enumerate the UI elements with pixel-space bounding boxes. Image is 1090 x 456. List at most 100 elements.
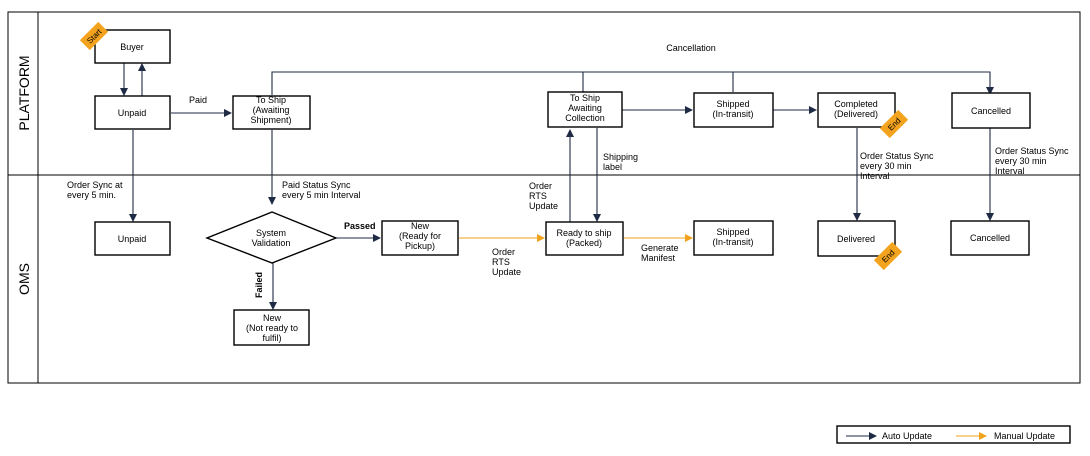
text-line: Paid Status Sync — [282, 180, 351, 190]
svg-text:Unpaid: Unpaid — [118, 108, 147, 118]
arrow-cancellation — [271, 71, 994, 95]
text-line: Manifest — [641, 253, 676, 263]
text-line: Generate — [641, 243, 679, 253]
svg-text:Delivered: Delivered — [837, 234, 875, 244]
svg-text:Completed(Delivered): Completed(Delivered) — [834, 99, 878, 119]
text-line: every 5 min Interval — [282, 190, 361, 200]
text-line: every 30 min — [995, 156, 1047, 166]
svg-text:Cancelled: Cancelled — [971, 106, 1011, 116]
text-line: RTS — [492, 257, 510, 267]
text-line: fulfil) — [262, 333, 281, 343]
text-line: (Ready for — [399, 231, 441, 241]
text-line: Delivered — [837, 234, 875, 244]
text-line: Order — [529, 181, 552, 191]
node-oms-unpaid: Unpaid — [94, 221, 171, 256]
svg-text:Buyer: Buyer — [120, 42, 144, 52]
text-line: Cancellation — [666, 43, 716, 53]
node-oms-shipped: Shipped(In-transit) — [693, 220, 774, 256]
text-line: Completed — [834, 99, 878, 109]
text-line: Awaiting — [568, 103, 602, 113]
text-line: System — [256, 228, 286, 238]
svg-text:Ready to ship(Packed): Ready to ship(Packed) — [556, 228, 611, 248]
text-line: Shipped — [716, 99, 749, 109]
text-line: label — [603, 162, 622, 172]
text-line: RTS — [529, 191, 547, 201]
text-line: Buyer — [120, 42, 144, 52]
text-line: New — [263, 313, 282, 323]
text-line: Shipping — [603, 152, 638, 162]
node-platform-completed: Completed(Delivered) — [817, 92, 896, 128]
label-cancellation: Cancellation — [666, 43, 716, 53]
text-line: Shipment) — [250, 115, 291, 125]
text-line: Interval — [995, 166, 1025, 176]
text-line: (Not ready to — [246, 323, 298, 333]
text-line: Unpaid — [118, 108, 147, 118]
svg-text:Cancelled: Cancelled — [970, 233, 1010, 243]
text-line: (In-transit) — [712, 237, 753, 247]
end-tag-completed: End — [879, 109, 909, 139]
svg-text:Unpaid: Unpaid — [118, 234, 147, 244]
node-platform-shipped: Shipped(In-transit) — [693, 92, 774, 128]
node-oms-cancelled: Cancelled — [950, 220, 1030, 256]
text-line: To Ship — [256, 95, 286, 105]
label-failed: Failed — [254, 272, 264, 298]
text-line: (In-transit) — [712, 109, 753, 119]
lane-platform-label: PLATFORM — [16, 55, 32, 130]
label-passed: Passed — [344, 221, 376, 231]
text-line: every 5 min. — [67, 190, 116, 200]
text-line: Paid — [189, 95, 207, 105]
text-line: Ready to ship — [556, 228, 611, 238]
svg-text:Shipped(In-transit): Shipped(In-transit) — [712, 99, 753, 119]
legend: Auto Update Manual Update — [836, 425, 1071, 444]
legend-auto-label: Auto Update — [882, 431, 932, 441]
text-line: (Delivered) — [834, 109, 878, 119]
text-line: Failed — [254, 272, 264, 298]
text-line: Collection — [565, 113, 605, 123]
end-tag-delivered: End — [873, 241, 903, 271]
node-oms-delivered: Delivered — [817, 220, 896, 257]
lane-oms-label: OMS — [16, 263, 32, 295]
text-line: Interval — [860, 171, 890, 181]
text-line: (Awaiting — [253, 105, 290, 115]
text-line: Update — [529, 201, 558, 211]
label-paid: Paid — [189, 95, 207, 105]
text-line: (Packed) — [566, 238, 602, 248]
node-platform-cancelled: Cancelled — [951, 92, 1031, 129]
text-line: every 30 min — [860, 161, 912, 171]
text-line: Cancelled — [970, 233, 1010, 243]
text-line: Order — [492, 247, 515, 257]
node-buyer: Buyer — [94, 29, 171, 64]
text-line: Update — [492, 267, 521, 277]
text-line: Shipped — [716, 227, 749, 237]
text-line: Cancelled — [971, 106, 1011, 116]
text-line: Passed — [344, 221, 376, 231]
node-platform-unpaid: Unpaid — [94, 95, 171, 130]
text-line: Unpaid — [118, 234, 147, 244]
text-line: To Ship — [570, 93, 600, 103]
text-line: New — [411, 221, 430, 231]
node-oms-ready-to-ship: Ready to ship(Packed) — [545, 221, 624, 256]
text-line: Pickup) — [405, 241, 435, 251]
text-line: Order Status Sync — [995, 146, 1069, 156]
text-line: Validation — [252, 238, 291, 248]
legend-manual-label: Manual Update — [994, 431, 1055, 441]
text-line: Order Status Sync — [860, 151, 934, 161]
